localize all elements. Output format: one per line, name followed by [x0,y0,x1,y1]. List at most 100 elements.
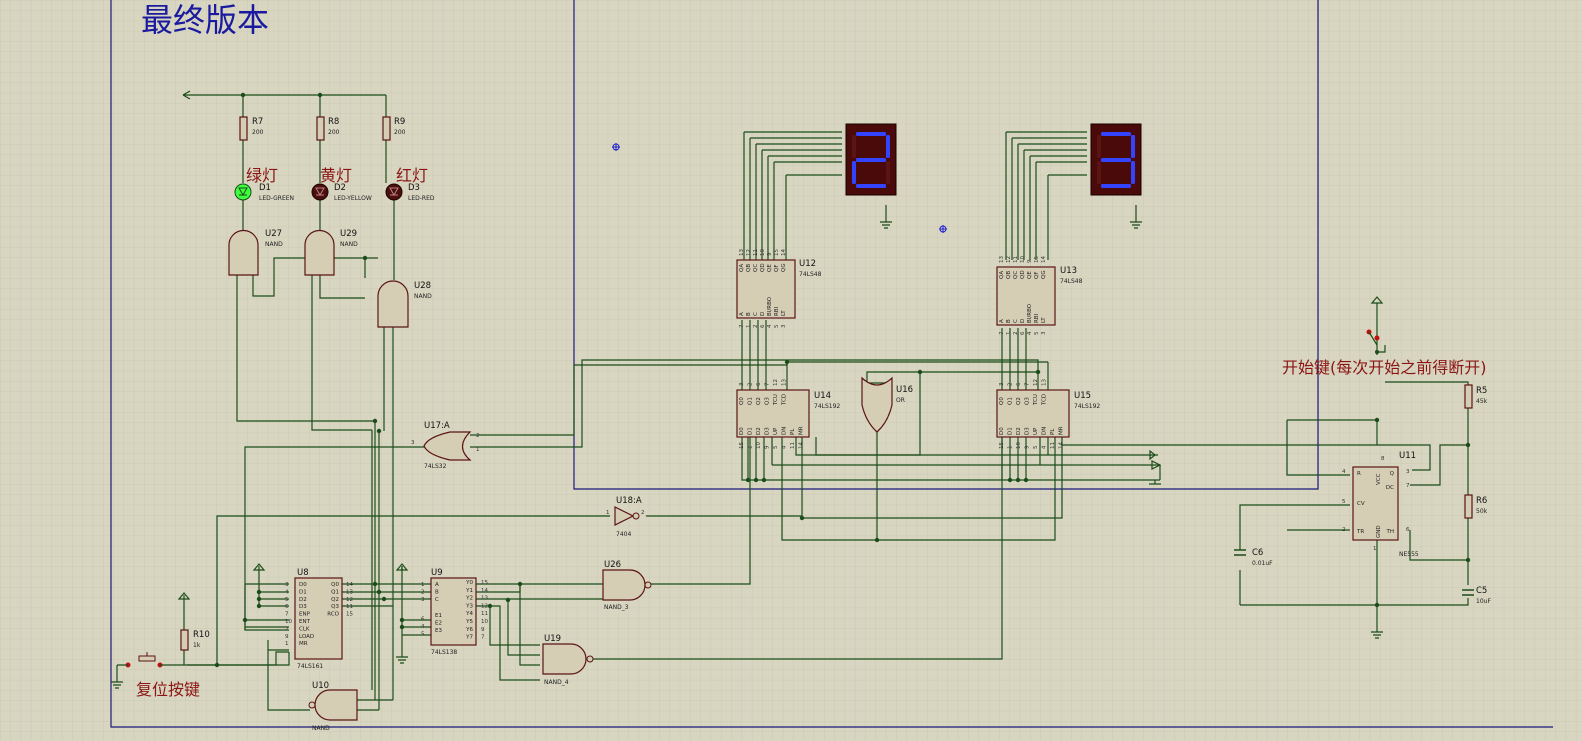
pin-number: 6 [1016,382,1022,386]
pin-number: 4 [1042,445,1048,449]
pin-label: Q2 [1016,397,1022,405]
pin-number: 15 [1034,256,1040,263]
resistor-r6[interactable]: R6 50k [1464,494,1488,519]
pin-number: 10 [760,249,766,256]
pin-number: 4 [782,445,788,449]
led-d1[interactable]: D1 LED-GREEN [234,183,294,202]
pin-label: A [999,319,1005,323]
pin-label: Q1 [748,397,754,405]
label-yellow-light: 黄灯 [320,166,352,185]
pin-number: 15 [739,442,745,449]
counter-u8[interactable]: U8 74LS161 D03D14D25D36ENP7ENT10CLK2LOAD… [285,568,353,670]
pin-number: 2 [421,589,425,595]
segment-e [1097,161,1101,184]
capacitor-c6[interactable]: C6 0.01uF [1234,548,1273,567]
pin-label: B [435,589,439,595]
pin-label: QA [739,264,745,272]
counter-u15[interactable]: U15 74LS192 Q03Q12Q26Q37TCU12TCD13D015D1… [996,379,1100,449]
pin-label: QA [999,271,1005,279]
decoder-u12[interactable]: U12 74LS48 QA13QB12QC11QD10QE9QF15QG14A7… [736,249,822,328]
pin-number: 13 [782,379,788,386]
label-start-key: 开始键(每次开始之前得断开) [1282,358,1487,377]
pin-label: UP [773,427,779,435]
gate-ref: U16 [896,385,913,395]
pin-number: 12 [481,603,488,609]
gate-u27[interactable]: U27 NAND [228,229,283,276]
pin-number: 14 [799,442,805,449]
pin-label: B [746,312,752,316]
pin-number: 12 [746,249,752,256]
gate-u29[interactable]: U29 NAND [304,229,358,276]
pin-label: PL [1050,428,1056,435]
resistor-r5[interactable]: R5 45k [1464,384,1488,409]
pin-number: 1 [1006,332,1012,336]
pin-number: 11 [346,604,353,610]
counter-u14[interactable]: U14 74LS192 Q03Q12Q26Q37TCU12TCD13D015D1… [736,379,840,449]
pin-label: Y3 [465,603,473,609]
pin-number: 7 [739,324,745,328]
gate-u18a[interactable]: U18:A 7404 1 2 [606,496,645,538]
gate-ref: U10 [312,681,329,691]
gate-ref: U27 [265,229,282,239]
resistor-r9[interactable]: R9 200 [382,116,406,141]
pin-label: Y7 [465,635,473,641]
pin-label: R [1357,471,1361,477]
gate-u17a[interactable]: U17:A 74LS32 2 1 3 [411,421,480,470]
pin-group: QA13QB12QC11QD10QE9QF15QG14A7B1C2D6BI/RB… [999,256,1047,335]
start-switch[interactable] [1366,329,1380,355]
pin-number: 5 [1342,499,1346,505]
reset-button[interactable] [117,652,170,668]
resistor-r10[interactable]: R10 1k [180,629,210,651]
pin-number: 4 [421,624,425,630]
ic-type: 74LS48 [799,271,822,278]
led-d2[interactable]: D2 LED-YELLOW [311,183,372,202]
gate-u16[interactable]: U16 OR [861,376,913,433]
pin-number: 6 [1020,331,1026,335]
pin-number: 10 [1016,442,1022,449]
pin-number: 5 [1033,445,1039,449]
pin-label: Q2 [331,597,339,603]
pin-label: E2 [435,620,442,626]
capacitor-c5[interactable]: C5 10uF [1462,586,1491,605]
pin-number: 14 [1059,442,1065,449]
pin-label: D [1020,319,1026,323]
gate-u10[interactable]: U10 NAND [308,681,358,732]
gate-ref: U26 [604,560,621,570]
led-d3[interactable]: D3 LED-RED [385,183,435,202]
pin-label: TCU [773,394,779,406]
pin-label: QF [1034,272,1040,280]
gate-u26[interactable]: U26 NAND_3 [602,560,652,611]
ic-type: 74LS138 [431,649,457,656]
pin-label: MR [299,641,308,647]
pin-label: Y4 [465,611,473,617]
pin-number: 6 [285,604,289,610]
power-icon [395,563,409,571]
pin-label: DN [1042,427,1048,435]
gate-u19[interactable]: U19 NAND_4 [542,634,594,686]
pin-number: 2 [641,510,645,516]
led-ref: D2 [334,183,346,193]
pin-label: Q3 [331,604,339,610]
gate-u28[interactable]: U28 NAND [377,280,432,328]
power-icon [1149,449,1156,461]
probe-markers [612,143,947,233]
pin-label: D1 [1008,427,1014,435]
resistor-ref: R8 [328,117,339,127]
decoder-u13[interactable]: U13 74LS48 QA13QB12QC11QD10QE9QF15QG14A7… [996,256,1083,335]
pin-label: Y0 [465,580,473,586]
pin-label: QF [774,265,780,273]
ic-ref: U9 [431,568,443,578]
pin-number: 2 [1013,332,1019,336]
segment-a [1101,132,1131,136]
resistor-r8[interactable]: R8 200 [316,116,340,141]
ic-ref: U13 [1060,266,1077,276]
gate-type: NAND [414,293,432,300]
segment-b [886,135,890,158]
resistor-r7[interactable]: R7 200 [239,116,264,141]
pin-label: Q0 [331,582,339,588]
pin-number: 6 [760,324,766,328]
pin-number: 12 [1006,256,1012,263]
